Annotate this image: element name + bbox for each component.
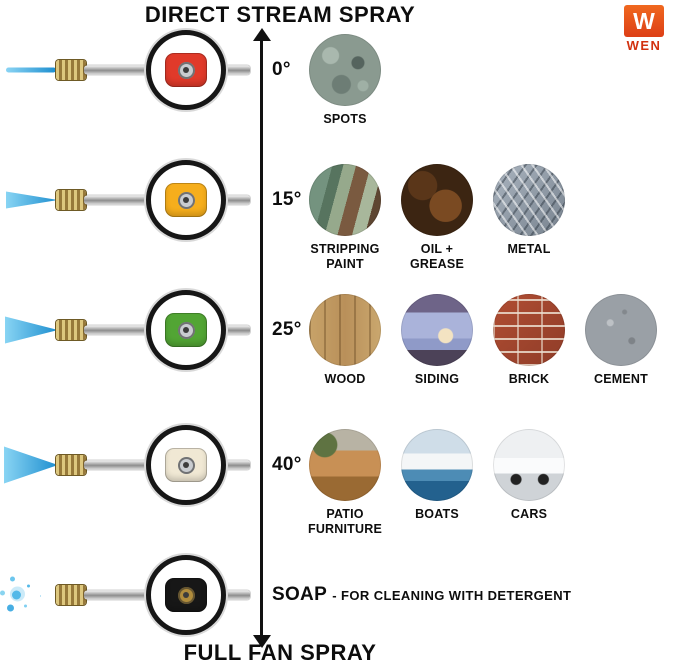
use-case-siding: SIDING <box>391 294 483 387</box>
spray-angle-axis <box>253 28 271 648</box>
nozzle-magnified-view <box>146 290 226 370</box>
angle-label: 25° <box>272 319 302 340</box>
nozzle-tip-red <box>165 53 207 87</box>
cars-photo <box>493 429 565 501</box>
nozzle-orifice <box>177 456 195 474</box>
use-case-boats: BOATS <box>391 429 483 522</box>
use-case-cars: CARS <box>483 429 575 522</box>
top-title: DIRECT STREAM SPRAY <box>144 2 416 27</box>
soap-suffix: - FOR CLEANING WITH DETERGENT <box>332 588 572 603</box>
oil-grease-photo <box>401 164 473 236</box>
wen-logo: W WEN <box>621 5 667 53</box>
photo-caption: STRIPPING PAINT <box>310 242 380 271</box>
photo-caption: BOATS <box>415 507 459 521</box>
use-case-wood: WOOD <box>299 294 391 387</box>
nozzle-tip-green <box>165 313 207 347</box>
nozzle-orifice <box>177 61 195 79</box>
nozzle-orifice <box>177 321 195 339</box>
angle-label: 0° <box>272 59 291 80</box>
nozzle-orifice <box>177 191 195 209</box>
row-0-degree: 0° SPOTS <box>0 10 679 130</box>
row-40-degree: 40° PATIO FURNITURE BOATS CARS <box>0 405 679 536</box>
use-case-brick: BRICK <box>483 294 575 387</box>
arrow-down-icon <box>253 635 271 648</box>
spray-pattern-25-degree <box>5 316 58 344</box>
photo-caption: METAL <box>507 242 551 256</box>
photo-caption: BRICK <box>508 372 550 386</box>
use-case-metal: METAL <box>483 164 575 257</box>
brass-fitting <box>56 60 86 80</box>
brick-photo <box>493 294 565 366</box>
angle-label: 40° <box>272 454 302 475</box>
nozzle-tip-yellow <box>165 183 207 217</box>
photo-caption: CEMENT <box>594 372 648 386</box>
patio-furniture-photo <box>309 429 381 501</box>
stripping-paint-photo <box>309 164 381 236</box>
angle-label: 15° <box>272 189 302 210</box>
brass-fitting <box>56 585 86 605</box>
brass-fitting <box>56 455 86 475</box>
soap-label: SOAP - FOR CLEANING WITH DETERGENT <box>272 584 571 606</box>
photo-caption: CARS <box>510 507 548 521</box>
spray-pattern-40-degree <box>4 446 58 484</box>
photo-caption: PATIO FURNITURE <box>307 507 383 536</box>
row-25-degree: 25° WOOD SIDING BRICK CEMENT <box>0 270 679 390</box>
boats-photo <box>401 429 473 501</box>
use-case-spots: SPOTS <box>299 34 391 127</box>
nozzle-tip-white <box>165 448 207 482</box>
spray-pattern-0-degree <box>6 67 56 73</box>
photo-caption: OIL + GREASE <box>410 242 464 271</box>
bottom-title: FULL FAN SPRAY <box>183 640 377 665</box>
nozzle-orifice <box>177 586 195 604</box>
wen-logo-letter: W <box>633 8 655 34</box>
use-case-oil-grease: OIL + GREASE <box>391 164 483 272</box>
axis-line <box>260 39 263 637</box>
row-soap: SOAP - FOR CLEANING WITH DETERGENT <box>0 535 679 655</box>
nozzle-magnified-view <box>146 425 226 505</box>
use-case-stripping-paint: STRIPPING PAINT <box>299 164 391 272</box>
nozzle-magnified-view <box>146 555 226 635</box>
photo-caption: WOOD <box>324 372 366 386</box>
use-case-patio-furniture: PATIO FURNITURE <box>299 429 391 537</box>
nozzle-magnified-view <box>146 30 226 110</box>
row-15-degree: 15° STRIPPING PAINT OIL + GREASE METAL <box>0 140 679 271</box>
soap-word: SOAP <box>272 584 327 605</box>
spots-photo <box>309 34 381 106</box>
arrow-up-icon <box>253 28 271 41</box>
wen-logo-mark: W <box>624 5 664 37</box>
nozzle-tip-black <box>165 578 207 612</box>
wen-logo-text: WEN <box>626 38 662 53</box>
spray-pattern-soap-bubbles <box>12 590 21 600</box>
brass-fitting <box>56 320 86 340</box>
siding-photo <box>401 294 473 366</box>
spray-pattern-15-degree <box>6 191 58 209</box>
nozzle-magnified-view <box>146 160 226 240</box>
cement-photo <box>585 294 657 366</box>
use-case-cement: CEMENT <box>575 294 667 387</box>
wood-photo <box>309 294 381 366</box>
metal-photo <box>493 164 565 236</box>
photo-caption: SPOTS <box>323 112 367 126</box>
photo-caption: SIDING <box>414 372 460 386</box>
brass-fitting <box>56 190 86 210</box>
